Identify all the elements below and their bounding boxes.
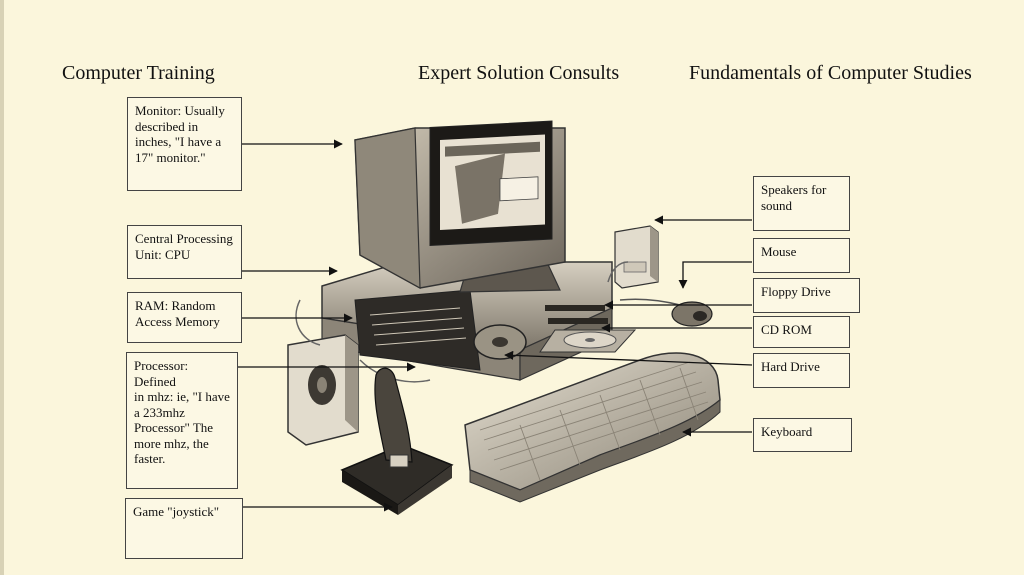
heading-fundamentals: Fundamentals of Computer Studies	[689, 62, 972, 84]
right-speaker	[614, 225, 659, 289]
label-processor: Processor: Defined in mhz: ie, "I have a…	[126, 352, 238, 489]
label-mouse: Mouse	[753, 238, 850, 273]
label-cpu: Central Processing Unit: CPU	[127, 225, 242, 279]
heading-expert-solution: Expert Solution Consults	[418, 62, 620, 84]
label-monitor: Monitor: Usually described in inches, "I…	[127, 97, 242, 191]
label-keyboard: Keyboard	[753, 418, 852, 452]
slide-edge	[0, 0, 4, 575]
arrow-mouse	[678, 261, 752, 289]
pointer-arrows	[220, 139, 753, 512]
joystick-illustration	[340, 367, 454, 515]
left-speaker	[287, 334, 359, 446]
heading-computer-training: Computer Training	[62, 62, 215, 84]
label-floppy-drive: Floppy Drive	[753, 278, 860, 313]
monitor-illustration	[354, 120, 566, 293]
label-joystick: Game "joystick"	[125, 498, 243, 559]
label-speakers: Speakers for sound	[753, 176, 850, 231]
mouse-illustration	[619, 298, 713, 327]
label-hard-drive: Hard Drive	[753, 353, 850, 388]
arrow-hard-drive	[504, 350, 753, 366]
label-ram: RAM: Random Access Memory	[127, 292, 242, 343]
label-cd-rom: CD ROM	[753, 316, 850, 348]
keyboard-illustration	[464, 352, 721, 503]
